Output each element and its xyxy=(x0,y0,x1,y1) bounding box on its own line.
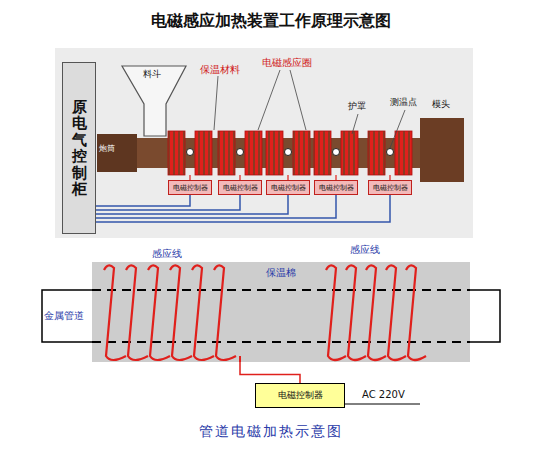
connector-wire xyxy=(96,195,240,210)
induction-coils xyxy=(168,131,412,180)
barrel-label: 炮筒 xyxy=(99,145,115,154)
coil-label: 电磁感应圈 xyxy=(262,57,312,68)
node-text: 原电气控制柜 xyxy=(72,99,87,198)
pipe-label: 金属管道 xyxy=(44,310,84,321)
coil xyxy=(266,131,283,175)
power-label: AC 220V xyxy=(362,389,405,400)
connector-wire xyxy=(96,195,190,206)
node-text: 电磁控制器 xyxy=(278,389,323,402)
connector-wire xyxy=(96,195,390,222)
insulation-label: 保温材料 xyxy=(200,64,240,75)
die-head xyxy=(420,118,464,182)
barrel-end xyxy=(97,134,137,172)
die-head-label: 模头 xyxy=(432,100,450,110)
caption: 管道电磁加热示意图 xyxy=(0,424,542,439)
power-line xyxy=(345,404,420,405)
coil xyxy=(314,131,331,175)
controller-box: 电磁控制器 xyxy=(255,383,345,408)
connector-wire xyxy=(240,362,300,383)
control-cabinet: 原电气控制柜 xyxy=(62,62,96,234)
node-text: 电磁控制器 xyxy=(173,183,208,193)
title: 电磁感应加热装置工作原理示意图 xyxy=(0,12,542,30)
coil xyxy=(218,131,235,175)
panel-ground xyxy=(55,48,473,238)
temp-point xyxy=(387,149,394,156)
leader-lines xyxy=(214,70,405,148)
hopper xyxy=(122,66,186,136)
connector-wire xyxy=(96,195,288,214)
node-text: 电磁控制器 xyxy=(319,183,354,193)
controller-box: 电磁控制器 xyxy=(168,180,212,195)
temp-point-label: 测温点 xyxy=(390,98,417,108)
coil xyxy=(245,131,262,175)
coil xyxy=(341,131,358,175)
node-text: 电磁控制器 xyxy=(271,183,306,193)
temp-point xyxy=(187,149,194,156)
temp-point xyxy=(237,149,244,156)
node-text: 电磁控制器 xyxy=(223,183,258,193)
coil xyxy=(195,131,212,175)
coil-wire-label: 感应线 xyxy=(350,244,380,255)
coil xyxy=(395,131,412,175)
coil-wire-label: 感应线 xyxy=(152,248,182,259)
coil-lead xyxy=(239,356,241,362)
insulation-band: 保温棉 xyxy=(92,262,470,362)
controller-box: 电磁控制器 xyxy=(314,180,358,195)
temp-point xyxy=(285,149,292,156)
controller-box: 电磁控制器 xyxy=(218,180,262,195)
hopper-label: 料斗 xyxy=(143,70,161,80)
temp-point xyxy=(333,149,340,156)
coil xyxy=(368,131,385,175)
coil xyxy=(168,131,185,175)
node-text: 电磁控制器 xyxy=(373,183,408,193)
node-text: 保温棉 xyxy=(266,266,296,280)
shield-label: 护罩 xyxy=(348,102,366,112)
coil xyxy=(293,131,310,175)
connector-wire xyxy=(96,195,336,218)
controller-box: 电磁控制器 xyxy=(266,180,310,195)
controller-box: 电磁控制器 xyxy=(368,180,412,195)
